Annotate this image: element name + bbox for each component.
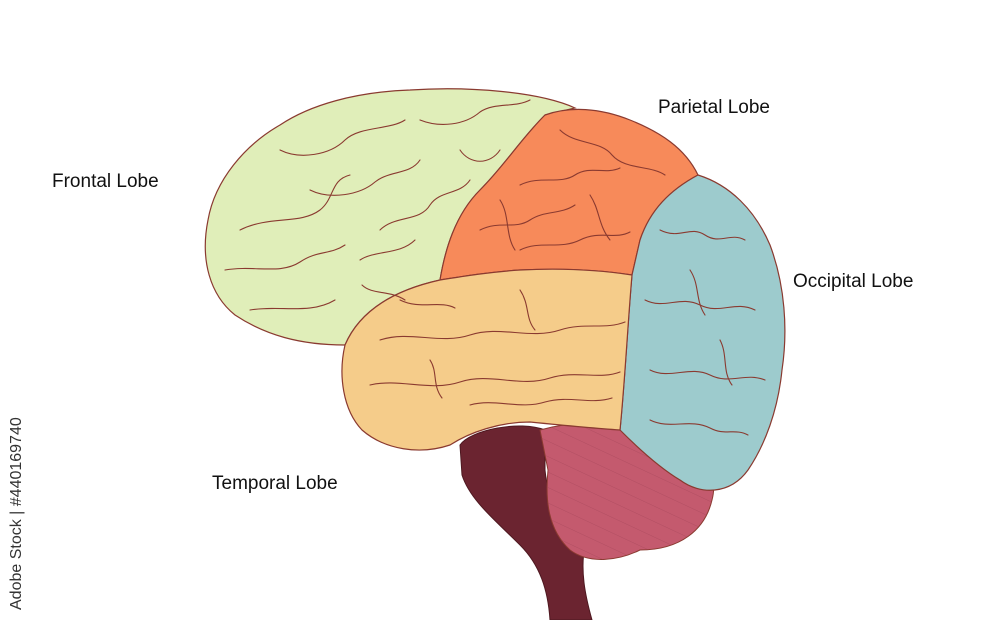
occipital-lobe-label: Occipital Lobe xyxy=(793,271,914,292)
frontal-lobe-label: Frontal Lobe xyxy=(52,171,159,192)
temporal-lobe-shape xyxy=(341,268,633,451)
stock-watermark-id: Adobe Stock | #440169740 xyxy=(8,417,25,610)
brainstem-shape xyxy=(459,425,593,621)
brain-folds xyxy=(224,99,766,436)
parietal-lobe-label: Parietal Lobe xyxy=(658,97,770,118)
temporal-lobe-label: Temporal Lobe xyxy=(212,473,338,494)
